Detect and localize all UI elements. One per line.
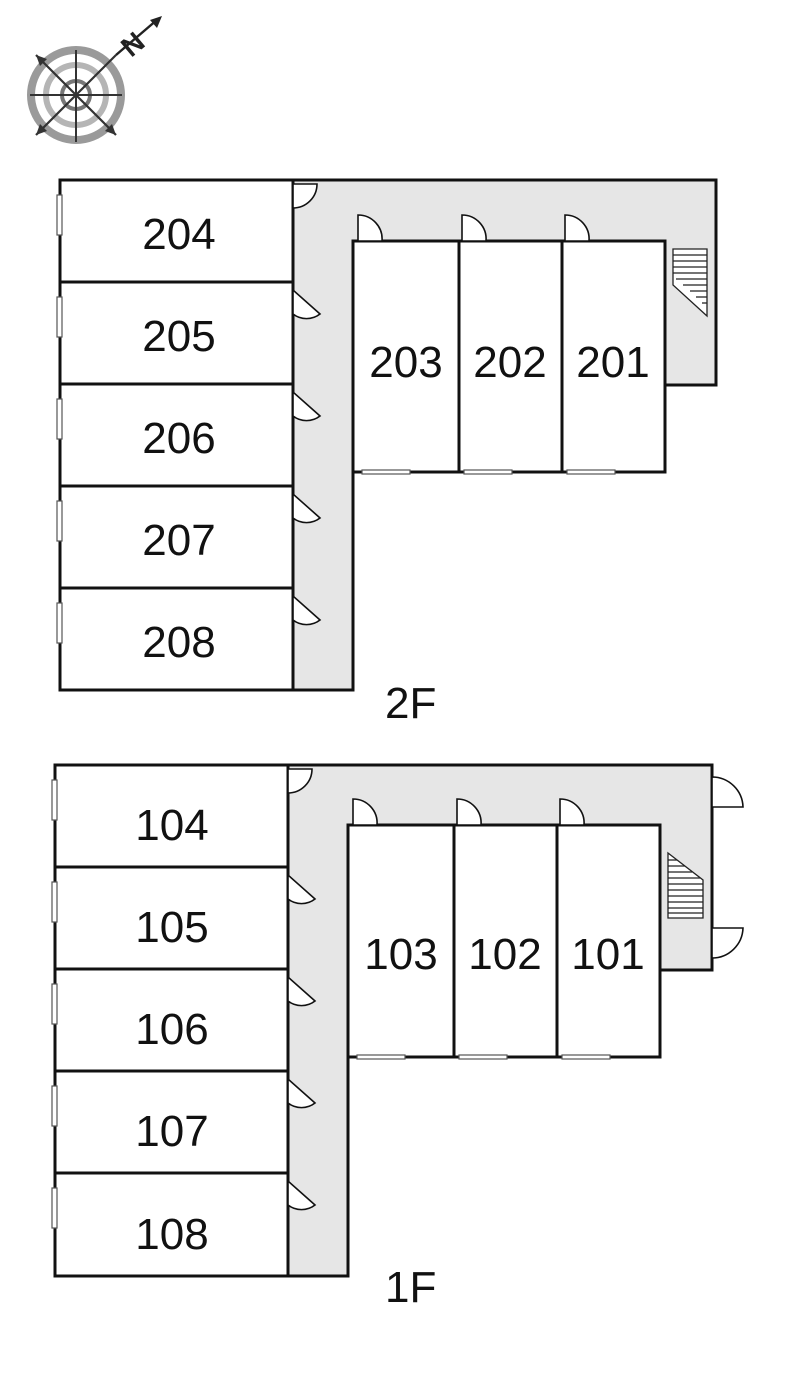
room-label: 108 — [135, 1210, 208, 1259]
door-icons-1f — [287, 768, 744, 1211]
room-103-1f — [346, 823, 456, 1059]
staircase-icon-2f — [672, 248, 708, 318]
room-203-2f — [351, 239, 461, 474]
room-108-1f — [53, 1171, 290, 1278]
room-label: 203 — [369, 338, 442, 387]
room-label: 205 — [142, 312, 215, 361]
room-label: 101 — [571, 930, 644, 979]
room-104-1f — [53, 763, 290, 869]
room-label: 206 — [142, 414, 215, 463]
room-202-2f — [457, 239, 564, 474]
room-label: 208 — [142, 618, 215, 667]
room-label: 102 — [468, 930, 541, 979]
room-label: 104 — [135, 801, 208, 850]
room-102-1f — [452, 823, 559, 1059]
room-label: 103 — [364, 930, 437, 979]
room-label: 106 — [135, 1005, 208, 1054]
room-label: 107 — [135, 1107, 208, 1156]
floor-label-2f: 2F — [385, 679, 436, 728]
compass-rose-icon: N — [27, 16, 162, 144]
floor-1f-plan: 104 105 106 107 108 103 102 101 1F — [51, 763, 744, 1312]
room-label: 105 — [135, 903, 208, 952]
room-label: 204 — [142, 210, 215, 259]
window-icons-2f — [56, 194, 616, 644]
room-label: 202 — [473, 338, 546, 387]
staircase-icon-1f — [667, 851, 704, 919]
window-icons-1f — [51, 779, 611, 1229]
floor-2f-plan: 204 205 206 207 208 203 202 201 2F — [56, 178, 718, 728]
door-icons-2f — [292, 183, 590, 626]
room-101-1f — [555, 823, 662, 1059]
room-label: 201 — [576, 338, 649, 387]
floor-label-1f: 1F — [385, 1263, 436, 1312]
room-label: 207 — [142, 516, 215, 565]
room-207-2f — [58, 484, 295, 590]
